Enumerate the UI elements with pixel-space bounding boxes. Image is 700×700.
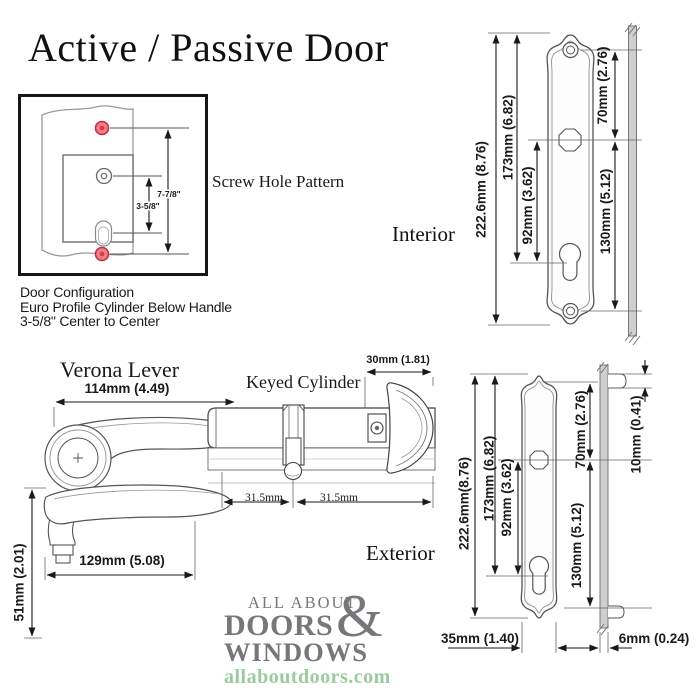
door-config-line3: 3-5/8" Center to Center bbox=[20, 313, 160, 329]
exterior-edge-profile bbox=[596, 361, 627, 636]
logo-ampersand: & bbox=[336, 583, 383, 649]
logo-doors: DOORS bbox=[224, 609, 334, 642]
exterior-spindle-to-cylinder-dim: 92mm (3.62) bbox=[499, 458, 514, 537]
exterior-ref-lines bbox=[470, 373, 652, 619]
pattern-ref-lines bbox=[110, 127, 189, 255]
interior-euro-cylinder-hole bbox=[558, 242, 582, 281]
exterior-dim-lines bbox=[471, 360, 649, 617]
door-config-text: Door Configuration Euro Profile Cylinder… bbox=[20, 285, 232, 329]
lever-side-view bbox=[43, 484, 232, 564]
cylinder-keyway bbox=[283, 461, 303, 481]
exterior-plate-width-dim: 35mm (1.40) bbox=[440, 631, 520, 646]
interior-screw-to-spindle-dim: 70mm (2.76) bbox=[595, 46, 610, 125]
exterior-plate bbox=[520, 375, 558, 619]
lever-length-side-dim: 129mm (5.08) bbox=[79, 553, 165, 568]
interior-bottom-screw bbox=[562, 302, 579, 320]
exterior-bottom-dims bbox=[448, 622, 632, 653]
interior-drawing bbox=[488, 22, 642, 346]
lever-dim-129 bbox=[44, 521, 196, 580]
lever-center-mark bbox=[73, 453, 83, 463]
exterior-top-boss bbox=[608, 373, 627, 389]
screw-pattern-caption: Screw Hole Pattern bbox=[212, 172, 345, 191]
exterior-label: Exterior bbox=[366, 541, 435, 565]
pattern-cylinder-hole bbox=[94, 220, 113, 247]
interior-overall-dim: 222.6mm (8.76) bbox=[473, 141, 489, 238]
exterior-screw-to-spindle-dim: 70mm (2.76) bbox=[573, 390, 588, 469]
logo-all-about: ALL ABOUT bbox=[248, 593, 358, 612]
screw-pattern-box: 7-7/8" 3-5/8" bbox=[18, 94, 208, 276]
pattern-dim-lines bbox=[145, 129, 172, 253]
pattern-screw-top bbox=[94, 120, 110, 136]
cylinder-dims-31 bbox=[221, 472, 434, 508]
exterior-euro-cylinder-hole bbox=[528, 555, 550, 595]
screw-pattern-drawing: 7-7/8" 3-5/8" bbox=[41, 105, 189, 262]
logo-windows: WINDOWS bbox=[224, 637, 368, 667]
interior-edge-profile bbox=[624, 22, 641, 346]
logo-url: allaboutdoors.com bbox=[224, 666, 391, 688]
interior-ref-lines bbox=[488, 32, 642, 326]
door-config-line1: Door Configuration bbox=[20, 284, 134, 300]
company-logo: ALL ABOUT & DOORS WINDOWS allaboutdoors.… bbox=[224, 586, 404, 689]
cylinder-thumbturn-dim: 30mm (1.81) bbox=[366, 354, 430, 366]
cylinder-right-half-dim: 31.5mm bbox=[319, 492, 358, 504]
cylinder-dim-30 bbox=[364, 368, 434, 412]
exterior-top-to-cylinder-dim: 173mm (6.82) bbox=[481, 435, 497, 522]
door-config-line2: Euro Profile Cylinder Below Handle bbox=[20, 298, 232, 315]
interior-label: Interior bbox=[392, 222, 455, 246]
pattern-inner-dim-label: 3-5/8" bbox=[136, 201, 159, 211]
lever-drawing bbox=[24, 398, 237, 639]
cylinder-left-half-dim: 31.5mm bbox=[244, 492, 283, 504]
exterior-overall-dim: 222.6mm(8.76) bbox=[456, 456, 472, 551]
lever-title: Verona Lever bbox=[60, 357, 180, 382]
exterior-boss-depth-dim: 10mm (0.41) bbox=[628, 395, 644, 474]
exterior-bottom-boss bbox=[608, 605, 625, 619]
interior-top-to-cylinder-dim: 173mm (6.82) bbox=[500, 94, 516, 181]
pattern-spindle-hole bbox=[95, 167, 113, 185]
interior-dim-lines bbox=[492, 34, 619, 324]
cylinder-thumbturn bbox=[367, 382, 434, 474]
page-title: Active / Passive Door bbox=[28, 25, 389, 70]
interior-plate bbox=[546, 34, 595, 325]
exterior-plate-thickness-dim: 6mm (0.24) bbox=[618, 631, 690, 646]
cylinder-title: Keyed Cylinder bbox=[246, 372, 361, 392]
exterior-spindle-to-screw-dim: 130mm (5.12) bbox=[569, 502, 584, 589]
interior-top-screw bbox=[562, 41, 579, 59]
pattern-outer-dim-label: 7-7/8" bbox=[157, 189, 180, 199]
lever-dim-51 bbox=[24, 487, 46, 639]
exterior-drawing bbox=[448, 360, 652, 653]
pattern-screw-bottom bbox=[94, 246, 110, 262]
cylinder-drawing bbox=[207, 368, 436, 508]
lever-height-dim: 51mm (2.01) bbox=[11, 543, 27, 622]
interior-spindle-to-cylinder-dim: 92mm (3.62) bbox=[520, 166, 535, 245]
cylinder-cam bbox=[282, 404, 305, 466]
lever-length-top-dim: 114mm (4.49) bbox=[84, 381, 170, 396]
interior-spindle-to-screw-dim: 130mm (5.12) bbox=[598, 168, 613, 255]
lever-top-view bbox=[44, 416, 236, 492]
